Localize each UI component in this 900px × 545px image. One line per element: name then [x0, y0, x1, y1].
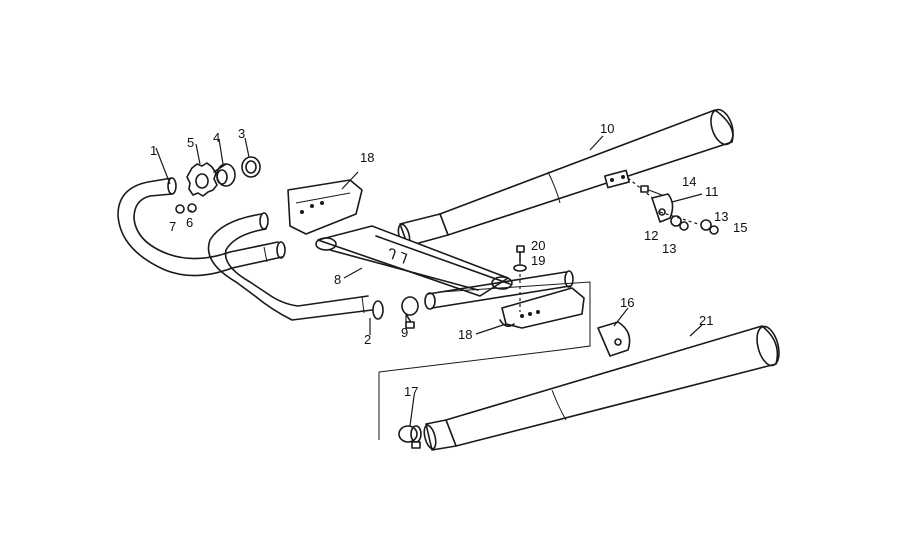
clamp-17 — [398, 425, 422, 449]
assembly-frame — [378, 281, 591, 440]
svg-text:ᒉ ⅂: ᒉ ⅂ — [385, 245, 410, 267]
callout-8: 8 — [334, 272, 341, 287]
clamp-9 — [401, 296, 419, 329]
callout-12: 12 — [644, 228, 658, 243]
callout-20: 20 — [531, 238, 545, 253]
muffler-21 — [423, 325, 780, 451]
heat-shield-18-lower — [499, 287, 585, 329]
callout-18b: 18 — [458, 327, 472, 342]
callout-1: 1 — [150, 143, 157, 158]
leader-lines — [155, 135, 703, 427]
washer-19 — [513, 264, 527, 272]
exhaust-pipe-1 — [117, 177, 286, 277]
ring-nut-5 — [186, 162, 218, 197]
callout-13b: 13 — [714, 209, 728, 224]
heat-shield-18-upper — [287, 179, 363, 235]
flange-4 — [213, 163, 236, 187]
callout-19: 19 — [531, 253, 545, 268]
callout-9: 9 — [401, 325, 408, 340]
stud-nut-6-7 — [175, 203, 197, 214]
callout-11: 11 — [705, 184, 719, 199]
callout-18a: 18 — [360, 150, 374, 165]
callout-17: 17 — [404, 384, 418, 399]
callout-13a: 13 — [662, 241, 676, 256]
callout-5: 5 — [187, 135, 194, 150]
callout-6: 6 — [186, 215, 193, 230]
callout-21: 21 — [699, 313, 713, 328]
bracket-16 — [597, 321, 631, 357]
exhaust-pipe-2 — [207, 212, 384, 321]
connecting-pipe — [424, 270, 574, 310]
muffler-10 — [397, 108, 734, 247]
callout-2: 2 — [364, 332, 371, 347]
callout-3: 3 — [238, 126, 245, 141]
callout-16: 16 — [620, 295, 634, 310]
muffler-bracket — [604, 169, 661, 205]
gasket-3 — [241, 156, 261, 178]
callout-labels: 1 2 3 4 5 6 7 8 9 10 11 12 13 13 14 15 1… — [150, 121, 747, 399]
callout-14: 14 — [682, 174, 696, 189]
callout-4: 4 — [213, 130, 220, 145]
callout-15: 15 — [733, 220, 747, 235]
callout-10: 10 — [600, 121, 614, 136]
washers-12-13 — [659, 211, 719, 235]
bracket-11 — [640, 185, 674, 223]
callout-7: 7 — [169, 219, 176, 234]
